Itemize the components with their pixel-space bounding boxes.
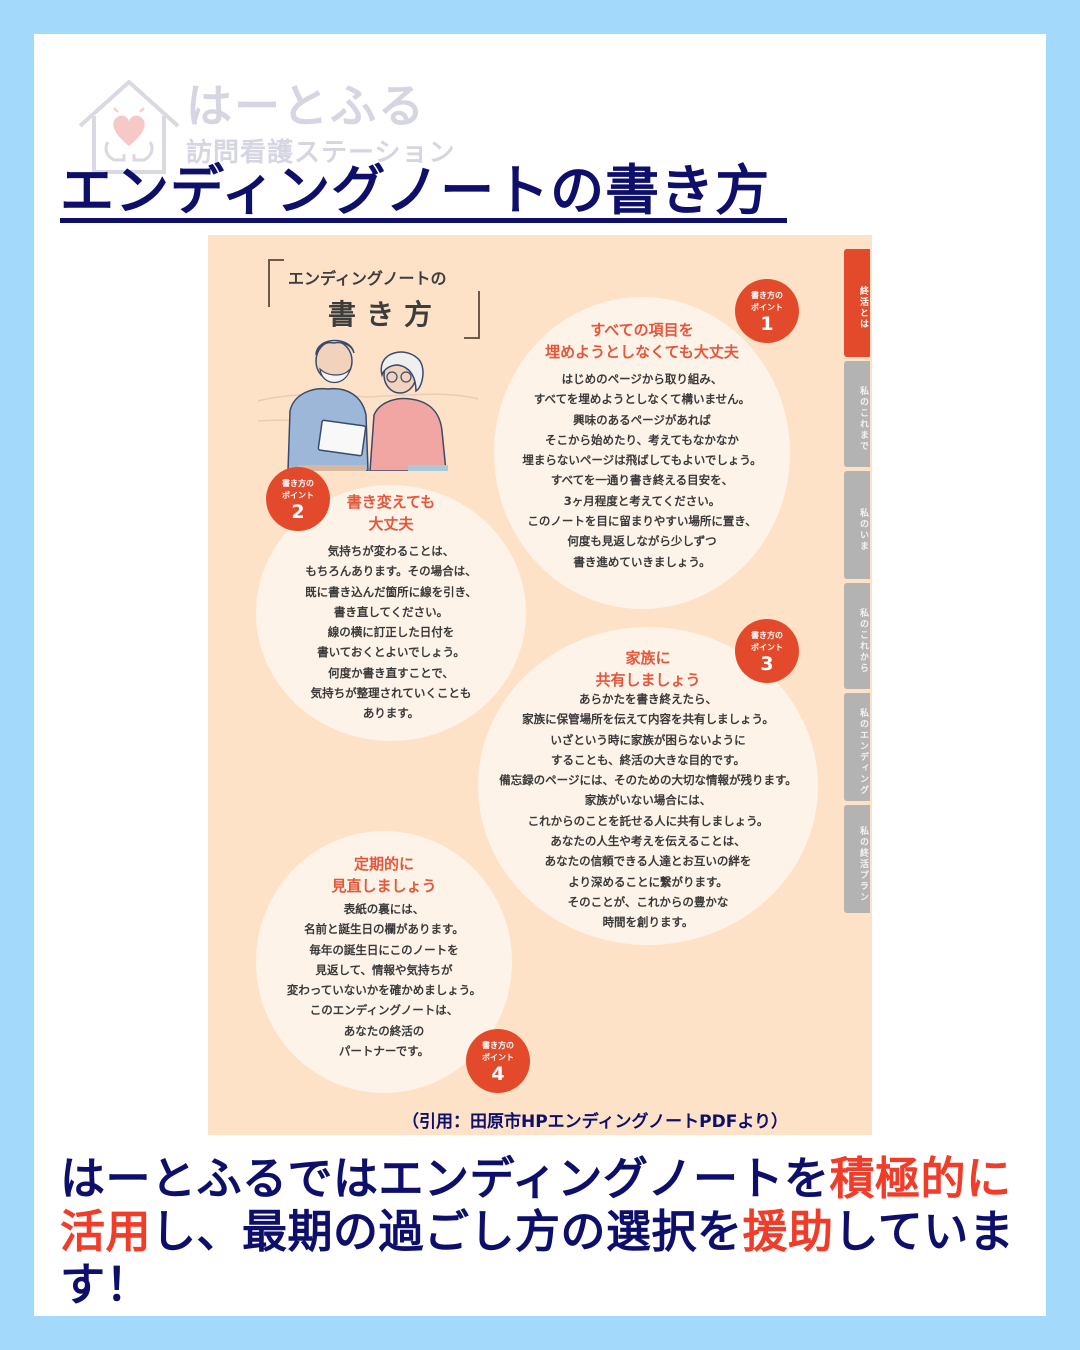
closing-message: はーとふるではエンディングノートを積極的に活用し、最期の過ごし方の選択を援助して… bbox=[60, 1152, 1030, 1311]
bracket-close bbox=[464, 291, 480, 339]
tab-watashi-no-shukatsu-plan[interactable]: 私の終活プラン bbox=[844, 805, 870, 913]
document-heading: エンディングノートの 書き方 bbox=[268, 255, 480, 339]
point-badge-label: 書き方の ポイント bbox=[751, 291, 783, 312]
point-3-badge: 書き方の ポイント 3 bbox=[735, 619, 799, 683]
tab-shukatsu-towa[interactable]: 終活とは bbox=[844, 249, 870, 357]
document-heading-line2: 書き方 bbox=[328, 298, 443, 331]
point-2-badge: 書き方の ポイント 2 bbox=[266, 467, 330, 531]
house-heart-hands-icon bbox=[78, 80, 180, 174]
page-title: エンディングノートの書き方 bbox=[60, 159, 771, 222]
citation: （引用：田原市HPエンディングノートPDFより） bbox=[402, 1112, 788, 1132]
brand-subtitle: 訪問看護ステーション bbox=[186, 138, 456, 168]
point-3-body: あらかたを書き終えたら、 家族に保管場所を伝えて内容を共有しましょう。 いざとい… bbox=[499, 692, 797, 930]
message-part: し、最期の過ごし方の選択を bbox=[151, 1205, 743, 1258]
message-highlight: 援助 bbox=[742, 1205, 834, 1258]
point-1-bubble: すべての項目を 埋めようとしなくても大丈夫 はじめのページから取り組み、 すべて… bbox=[494, 297, 790, 609]
tab-watashi-no-ending[interactable]: 私のエンディング bbox=[844, 693, 870, 801]
point-badge-label: 書き方の ポイント bbox=[751, 631, 783, 652]
point-1-badge: 書き方の ポイント 1 bbox=[735, 279, 799, 343]
point-badge-number: 3 bbox=[760, 653, 774, 675]
content-card: はーとふる 訪問看護ステーション エンディングノートの書き方 エンディングノート… bbox=[34, 34, 1046, 1316]
bracket-open bbox=[268, 259, 284, 307]
elderly-couple-illustration bbox=[258, 339, 478, 471]
point-1-title: すべての項目を 埋めようとしなくても大丈夫 bbox=[545, 321, 739, 361]
point-4-body: 表紙の裏には、 名前と誕生日の欄があります。 毎年の誕生日にこのノートを 見返し… bbox=[286, 902, 482, 1059]
tab-watashi-no-korekara[interactable]: 私のこれから bbox=[844, 583, 870, 689]
document-heading-line1: エンディングノートの bbox=[288, 269, 447, 288]
point-2-body: 気持ちが変わることは、 もちろんあります。その場合は、 既に書き込んだ箇所に線を… bbox=[305, 544, 477, 721]
point-4-badge: 書き方の ポイント 4 bbox=[466, 1029, 530, 1093]
message-part: しています！ bbox=[60, 1205, 1015, 1311]
title-underline bbox=[60, 218, 787, 223]
point-2-title: 書き変えても 大丈夫 bbox=[346, 493, 436, 533]
point-badge-number: 4 bbox=[491, 1063, 505, 1085]
point-badge-number: 2 bbox=[291, 501, 305, 523]
point-badge-label: 書き方の ポイント bbox=[282, 479, 314, 500]
point-1-body: はじめのページから取り組み、 すべてを埋めようとしなくて構いません。 興味のある… bbox=[522, 372, 762, 569]
message-part: はーとふるではエンディングノートを bbox=[60, 1152, 830, 1205]
tab-watashi-no-koremade[interactable]: 私のこれまで bbox=[844, 361, 870, 467]
point-badge-label: 書き方の ポイント bbox=[482, 1041, 514, 1062]
point-4-title: 定期的に 見直しましょう bbox=[331, 855, 437, 895]
point-badge-number: 1 bbox=[760, 313, 774, 335]
brand-name: はーとふる bbox=[186, 79, 426, 133]
point-3-bubble: 家族に 共有しましょう あらかたを書き終えたら、 家族に保管場所を伝えて内容を共… bbox=[478, 627, 818, 945]
point-3-title: 家族に 共有しましょう bbox=[595, 649, 701, 689]
ending-note-document: エンディングノートの 書き方 すべての項目を 埋めようとしなくても大丈夫 bbox=[208, 235, 872, 1135]
message-highlight: 積極的に活用 bbox=[60, 1152, 1012, 1258]
tab-watashi-no-ima[interactable]: 私のいま bbox=[844, 471, 870, 579]
brand-logo: はーとふる 訪問看護ステーション bbox=[74, 76, 474, 176]
